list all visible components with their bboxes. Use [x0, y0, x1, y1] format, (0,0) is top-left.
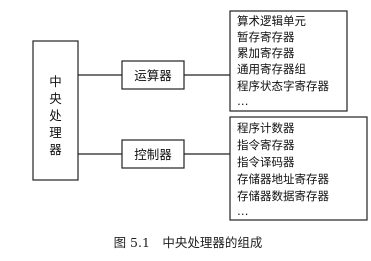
cpu-box: [32, 40, 79, 181]
alu-components-list: 算术逻辑单元 暂存寄存器 累加寄存器 通用寄存器组 程序状态字寄存器 …: [237, 14, 329, 108]
control-component-item: 存储器数据寄存器: [237, 189, 329, 203]
cpu-label-char: 处: [49, 108, 62, 123]
control-label: 控制器: [134, 147, 172, 162]
control-component-item: 指令译码器: [237, 155, 295, 169]
alu-component-item: 算术逻辑单元: [237, 14, 306, 28]
cpu-label: 中 央 处 理 器: [49, 74, 62, 157]
alu-label: 运算器: [134, 68, 172, 83]
alu-components-box: [229, 10, 348, 112]
control-components-list: 程序计数器 指令寄存器 指令译码器 存储器地址寄存器 存储器数据寄存器 …: [237, 121, 329, 218]
alu-component-item: 程序状态字寄存器: [237, 79, 329, 93]
control-box: [121, 139, 185, 169]
alu-component-item: 通用寄存器组: [237, 62, 306, 76]
control-component-item: 存储器地址寄存器: [237, 172, 329, 186]
cpu-label-char: 中: [49, 74, 62, 89]
alu-component-item: 累加寄存器: [237, 46, 295, 60]
control-component-item: 指令寄存器: [237, 138, 295, 152]
cpu-label-char: 理: [49, 125, 62, 140]
alu-component-item: …: [237, 94, 249, 108]
cpu-label-char: 央: [49, 91, 62, 106]
figure-caption: 图 5.1 中央处理器的组成: [114, 235, 263, 250]
control-components-box: [229, 116, 368, 221]
control-component-item: 程序计数器: [237, 121, 295, 135]
control-component-item: …: [237, 204, 249, 218]
cpu-label-char: 器: [49, 142, 62, 157]
alu-component-item: 暂存寄存器: [237, 30, 295, 44]
